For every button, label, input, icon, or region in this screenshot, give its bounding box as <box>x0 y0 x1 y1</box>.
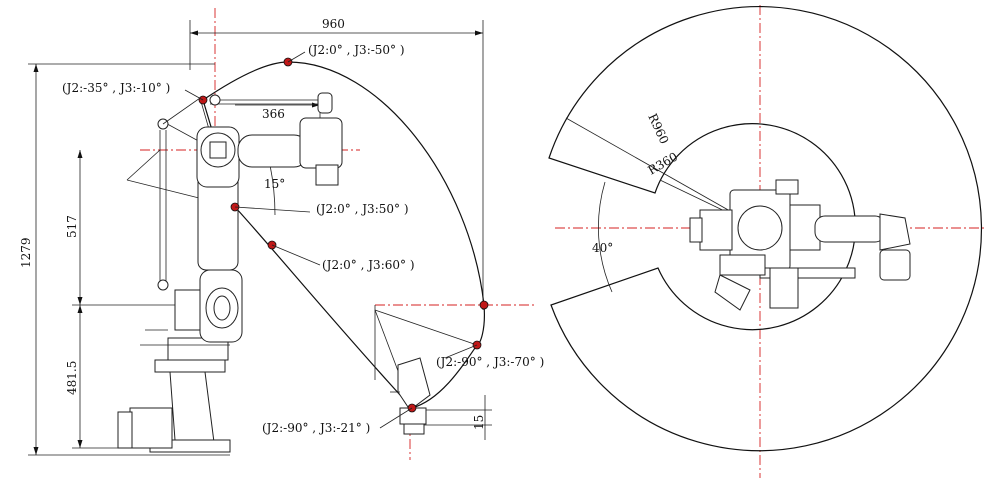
pose-label-4: (J2:0° , J3:60° ) <box>322 258 415 272</box>
pose-marker-2b <box>209 94 221 106</box>
angle-40-label: 40° <box>592 241 613 255</box>
pose-label-5: (J2:-90° , J3:-70° ) <box>436 355 544 369</box>
radius-outer-label: R960 <box>645 111 671 146</box>
pose-label-3: (J2:0° , J3:50° ) <box>316 202 409 216</box>
dim-517-481: 517 481.5 <box>65 150 230 449</box>
pose-label-6: (J2:-90° , J3:-21° ) <box>262 421 370 435</box>
side-view: 960 1279 517 481.5 366 <box>19 8 544 460</box>
dim-481-label: 481.5 <box>65 361 79 395</box>
wrist-lowered <box>390 357 431 435</box>
dim-960: 960 <box>189 17 484 310</box>
pose-label-1: (J2:0° , J3:-50° ) <box>308 43 405 57</box>
top-view: R960 R360 40° <box>548 5 985 478</box>
dim-366-label: 366 <box>262 107 285 121</box>
pose-label-2: (J2:-35° , J3:-10° ) <box>62 81 170 95</box>
robot-plan <box>689 179 911 311</box>
dim-960-label: 960 <box>322 17 345 31</box>
dim-517-label: 517 <box>65 215 79 238</box>
angle-arc <box>598 181 613 293</box>
radius-inner-label: R360 <box>646 149 681 177</box>
top-work-envelope <box>548 6 983 452</box>
angle-15-label: 15° <box>264 177 285 191</box>
dim-1279-label: 1279 <box>19 237 33 268</box>
dim-1279: 1279 <box>19 63 230 456</box>
dim-15-label: 15 <box>472 415 486 430</box>
robot-arm <box>196 92 343 188</box>
robot-base <box>117 329 231 453</box>
pose-marker-5a <box>479 300 489 310</box>
